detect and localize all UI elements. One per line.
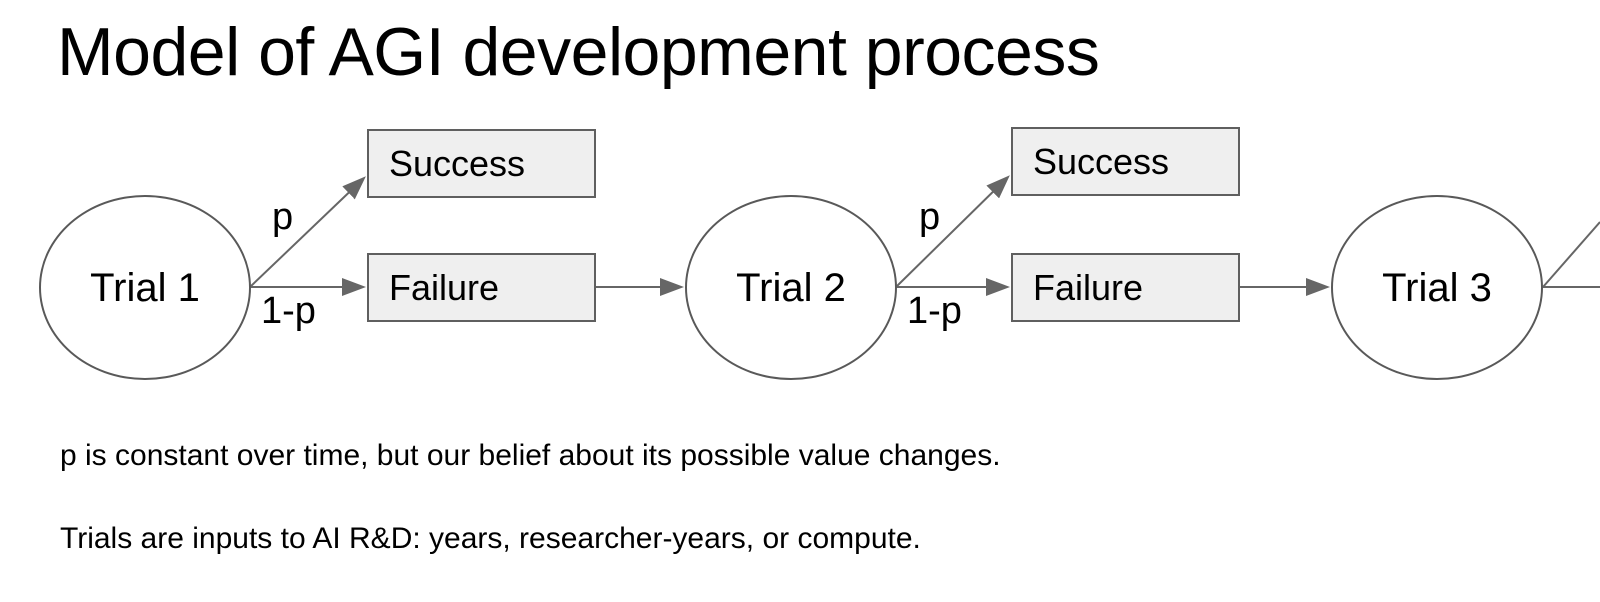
trial-3-node: Trial 3 bbox=[1331, 195, 1543, 380]
note-trials-inputs: Trials are inputs to AI R&D: years, rese… bbox=[60, 522, 921, 555]
success-box-1-label: Success bbox=[389, 142, 526, 184]
success-box-2-label: Success bbox=[1033, 140, 1170, 182]
arrow-trial2-to-success bbox=[895, 175, 1010, 288]
page-title: Model of AGI development process bbox=[57, 14, 1100, 90]
trial-1-node: Trial 1 bbox=[39, 195, 251, 380]
failure-box-1-label: Failure bbox=[389, 266, 500, 308]
failure-box-1: Failure bbox=[367, 253, 596, 322]
failure-box-2-label: Failure bbox=[1033, 266, 1144, 308]
failure-box-2: Failure bbox=[1011, 253, 1240, 322]
trial-2-label: Trial 2 bbox=[736, 265, 846, 310]
success-box-1: Success bbox=[367, 129, 596, 198]
probability-p-label-2: p bbox=[919, 196, 941, 238]
probability-1-minus-p-label-1: 1-p bbox=[261, 290, 316, 332]
success-box-2: Success bbox=[1011, 127, 1240, 196]
arrow-trial3-to-success-offscreen bbox=[1542, 221, 1600, 288]
trial-2-node: Trial 2 bbox=[685, 195, 897, 380]
probability-1-minus-p-label-2: 1-p bbox=[907, 290, 962, 332]
trial-1-label: Trial 1 bbox=[90, 265, 200, 310]
trial-3-label: Trial 3 bbox=[1382, 265, 1492, 310]
arrow-trial1-to-success bbox=[249, 176, 366, 288]
note-p-constant: p is constant over time, but our belief … bbox=[60, 439, 1001, 472]
probability-p-label-1: p bbox=[272, 196, 294, 238]
